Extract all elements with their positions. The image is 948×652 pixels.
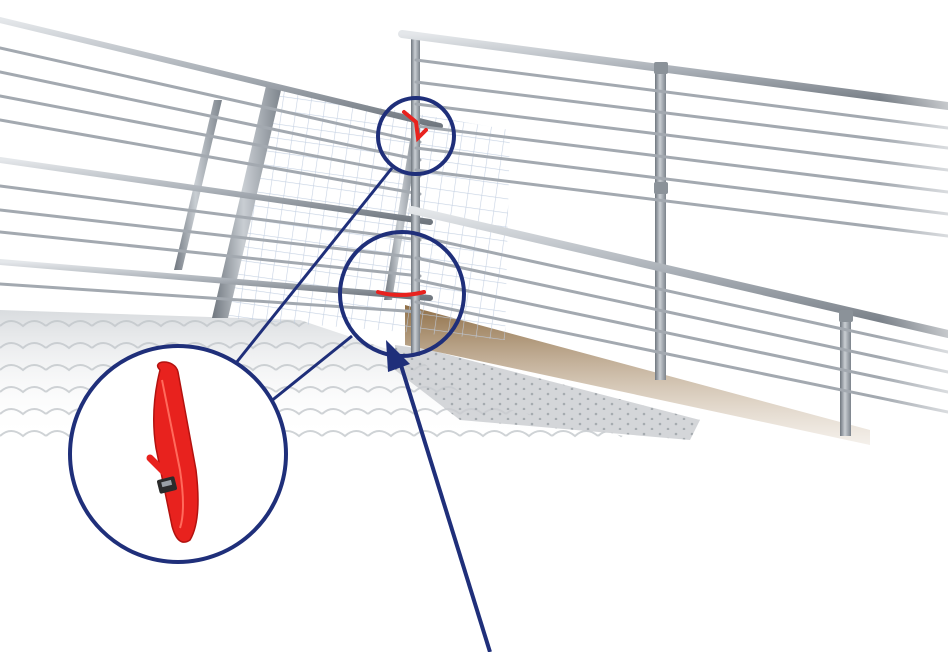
rail-clamp [654, 62, 668, 74]
right-post-1 [411, 36, 420, 356]
rail-clamp [654, 182, 668, 194]
rail-clamp [839, 310, 853, 322]
right-post-3 [840, 316, 851, 436]
strap-detail-magnifier [70, 346, 286, 562]
